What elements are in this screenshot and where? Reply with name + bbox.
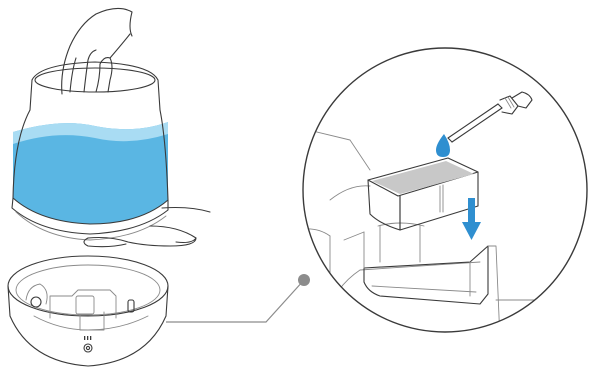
tank-water bbox=[13, 122, 168, 224]
dropper-icon bbox=[447, 91, 533, 143]
down-arrow-icon bbox=[462, 198, 481, 240]
hand-icon bbox=[83, 206, 211, 248]
hand-icon bbox=[61, 7, 133, 95]
callout-dot bbox=[298, 274, 310, 286]
detail-zoom-view bbox=[302, 47, 588, 333]
humidifier-base bbox=[7, 255, 169, 367]
water-tank bbox=[11, 61, 169, 241]
water-drop-icon bbox=[436, 134, 450, 157]
callout-connector bbox=[166, 274, 310, 323]
